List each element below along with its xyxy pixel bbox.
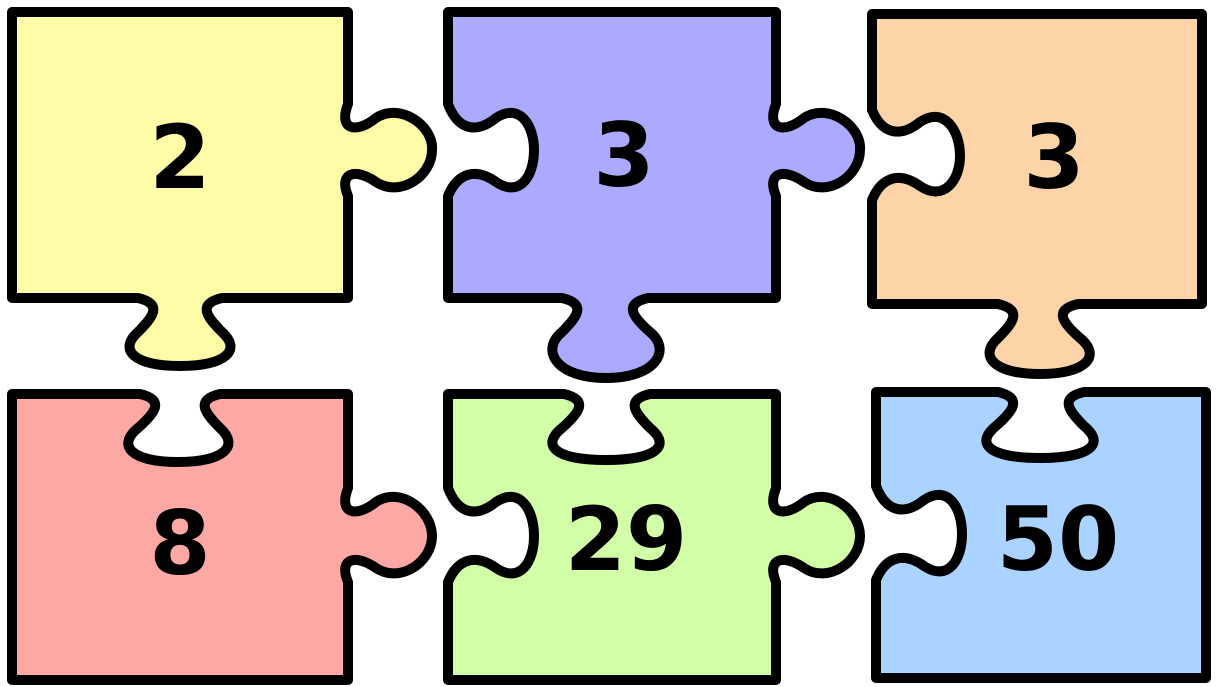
puzzle-piece-6: 50 bbox=[876, 392, 1206, 678]
puzzle-piece-1-shape bbox=[12, 12, 432, 366]
puzzle-piece-1: 2 bbox=[12, 12, 432, 366]
puzzle-piece-2-number: 3 bbox=[593, 104, 654, 207]
puzzle-piece-5: 29 bbox=[448, 394, 860, 680]
puzzle-piece-2: 3 bbox=[448, 12, 860, 378]
puzzle-piece-4: 8 bbox=[12, 394, 432, 680]
puzzle-piece-4-number: 8 bbox=[149, 492, 210, 595]
puzzle-piece-3-number: 3 bbox=[1023, 106, 1084, 209]
puzzle-piece-4-shape bbox=[12, 394, 432, 680]
puzzle-piece-6-number: 50 bbox=[997, 488, 1119, 591]
puzzle-piece-5-number: 29 bbox=[565, 488, 687, 591]
puzzle-piece-3: 3 bbox=[872, 14, 1202, 374]
puzzle-piece-1-number: 2 bbox=[149, 106, 210, 209]
